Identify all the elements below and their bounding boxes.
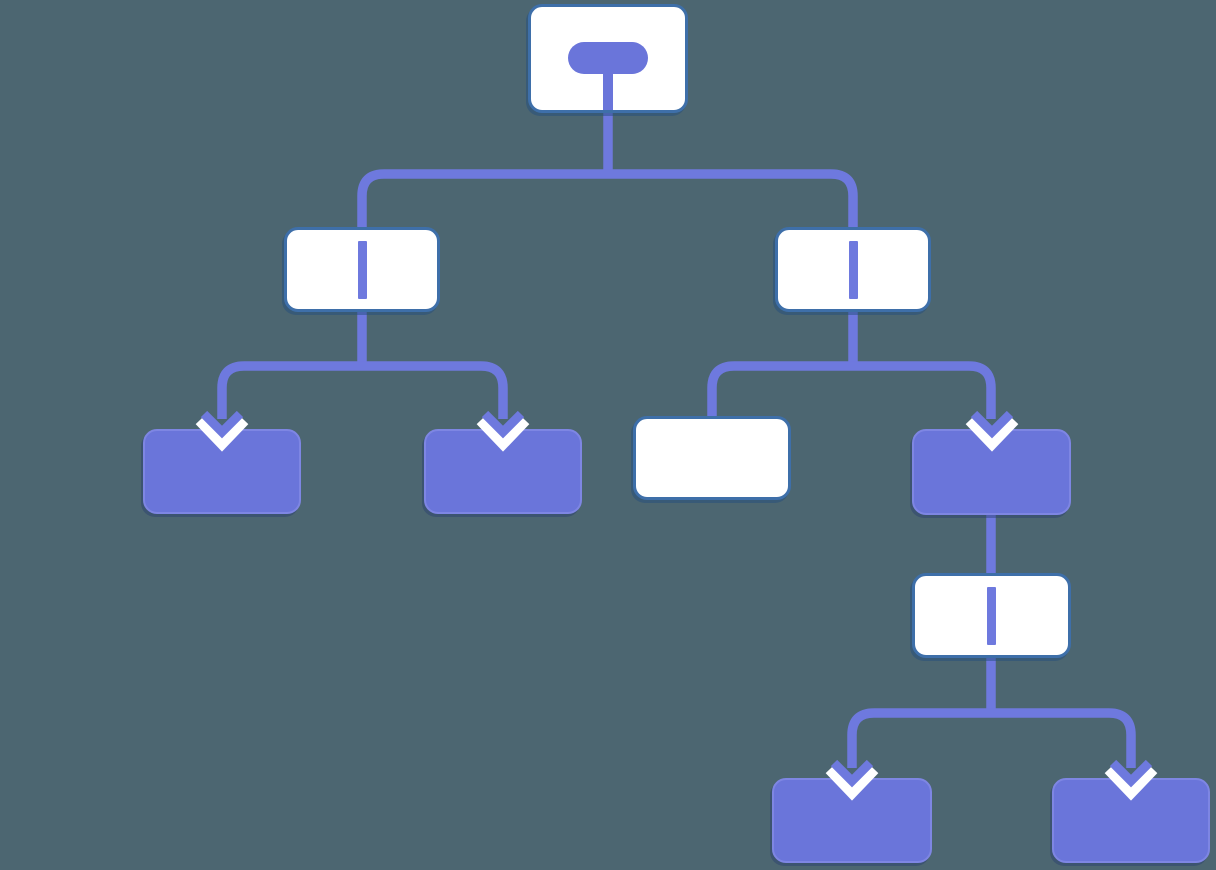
task-node-5[interactable] xyxy=(1052,759,1210,863)
branch-node-left[interactable] xyxy=(284,227,440,312)
start-pill-stem xyxy=(603,70,613,110)
task-node-1[interactable] xyxy=(143,410,301,514)
branch-node-bottom[interactable] xyxy=(912,573,1071,658)
task-node-3[interactable] xyxy=(912,410,1071,515)
edge-rail-bottom-fork xyxy=(847,708,1136,768)
edge-rail-right-fork xyxy=(707,361,996,419)
branch-node-right[interactable] xyxy=(775,227,931,312)
empty-node[interactable] xyxy=(633,416,791,500)
edge-rail-top xyxy=(357,169,858,227)
node-divider-line xyxy=(987,587,996,645)
start-pill xyxy=(568,42,648,74)
task-node-2[interactable] xyxy=(424,410,582,514)
node-divider-line xyxy=(848,241,858,299)
edge-rail-left-fork xyxy=(217,361,508,419)
node-divider-line xyxy=(357,241,367,299)
start-node[interactable] xyxy=(528,4,688,113)
task-node-4[interactable] xyxy=(772,759,932,863)
